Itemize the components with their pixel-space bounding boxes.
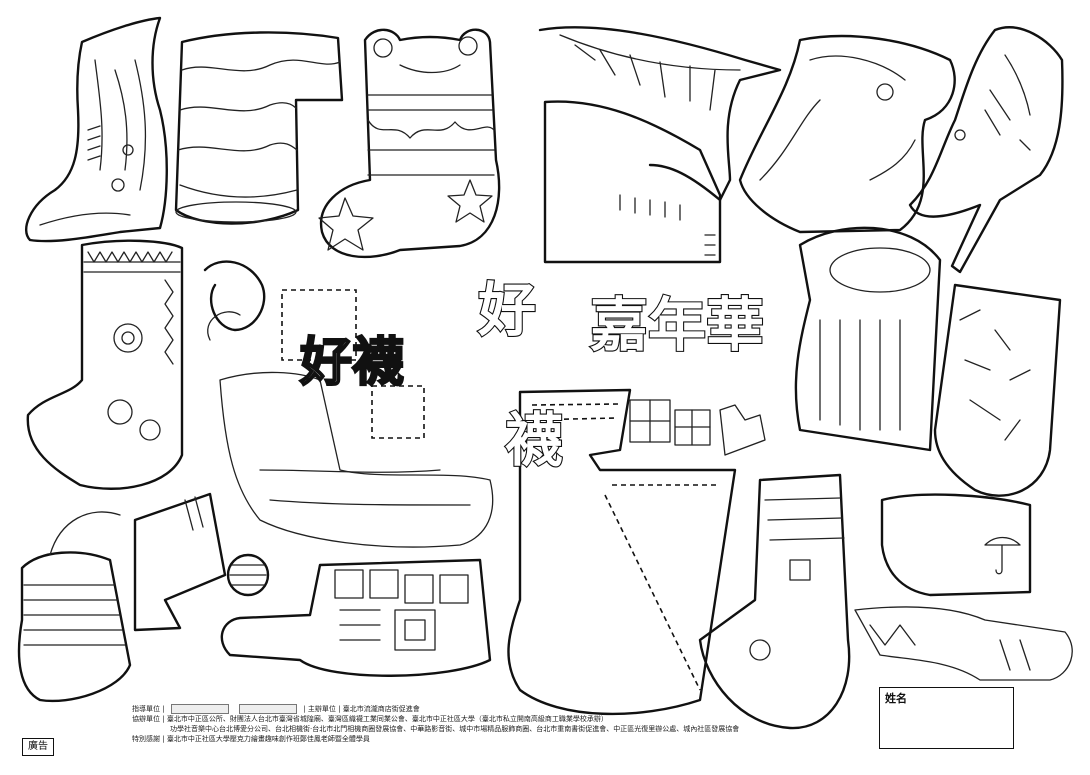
folded-cuff-sock-drawing [133, 492, 227, 632]
credits-label-guidance: 指導單位 [132, 705, 160, 713]
name-label: 姓名 [885, 692, 907, 705]
credits-row-coorganizers-cont: 功學社音樂中心台北博愛分公司、台北相機街·台北市北門相機商圈發展協會、中華路影音… [132, 724, 822, 734]
crayon-sock-drawing [794, 226, 942, 452]
flower-knee-sock-drawing [26, 239, 184, 490]
credits-label-coorganizers: 協辦單位 [132, 715, 160, 723]
wavy-stocking-drawing [174, 31, 344, 225]
umbrella-boot-drawing [880, 493, 1032, 597]
title-line1-first: 好 [477, 276, 536, 344]
sponsor-logo-1 [170, 704, 229, 714]
title-line2: 襪 [505, 406, 563, 474]
credits-coorganizers-2: 功學社音樂中心台北博愛分公司、台北相機街·台北市北門相機商圈發展協會、中華路影音… [170, 725, 740, 733]
credits-coorganizers-1: 臺北市中正區公所、財團法人台北市臺灣省城隍廟、臺灣區織襪工業同業公會、臺北市中正… [166, 715, 608, 723]
credits-label-organizer: 主辦單位 [307, 705, 336, 713]
credits-row-thanks: 特別感謝 | 臺北市中正社區大學壓克力繪畫趣味創作班鄭佳鳳老師暨全體學員 [132, 735, 370, 743]
argyle-sock-drawing [854, 606, 1073, 681]
title-line1-rest: 嘉年華 [590, 291, 764, 359]
geometric-band-sock-drawing [219, 371, 494, 548]
sponsor-logo-2 [239, 704, 298, 714]
victorian-boot-drawing [25, 16, 168, 243]
credits-row-guidance: 指導單位 | | 主辦單位 | 臺北市流瀧商店街促進會 [132, 704, 420, 714]
needle-thread-drawing [203, 260, 266, 341]
ornate-stocking-drawing [698, 473, 851, 730]
advertisement-badge: 廣告 [22, 738, 54, 756]
doodle-stocking-drawing [933, 283, 1062, 497]
frog-star-stocking-drawing [318, 28, 501, 259]
striped-ankle-boot-drawing [17, 511, 132, 703]
zebra-heel-drawing [538, 26, 782, 264]
title-lettering: 好襪 好 嘉年華 襪 [281, 275, 765, 475]
credits-label-thanks: 特別感謝 [132, 735, 160, 743]
swirl-sock-drawing [738, 34, 956, 234]
credits-block: 指導單位 | | 主辦單位 | 臺北市流瀧商店街促進會 協辦單位 | 臺北市中正… [132, 704, 822, 744]
credits-row-coorganizers: 協辦單位 | 臺北市中正區公所、財團法人台北市臺灣省城隍廟、臺灣區織襪工業同業公… [132, 715, 608, 723]
yarn-ball-drawing [226, 553, 270, 597]
checker-knit-sock-drawing [220, 558, 492, 677]
name-field-box[interactable]: 姓名 [879, 687, 1014, 749]
credits-thanks: 臺北市中正社區大學壓克力繪畫趣味創作班鄭佳鳳老師暨全體學員 [166, 735, 370, 743]
title-block-left: 好襪 [299, 333, 404, 393]
bird-high-heel-drawing [908, 26, 1064, 274]
credits-organizer: 臺北市流瀧商店街促進會 [342, 705, 420, 713]
